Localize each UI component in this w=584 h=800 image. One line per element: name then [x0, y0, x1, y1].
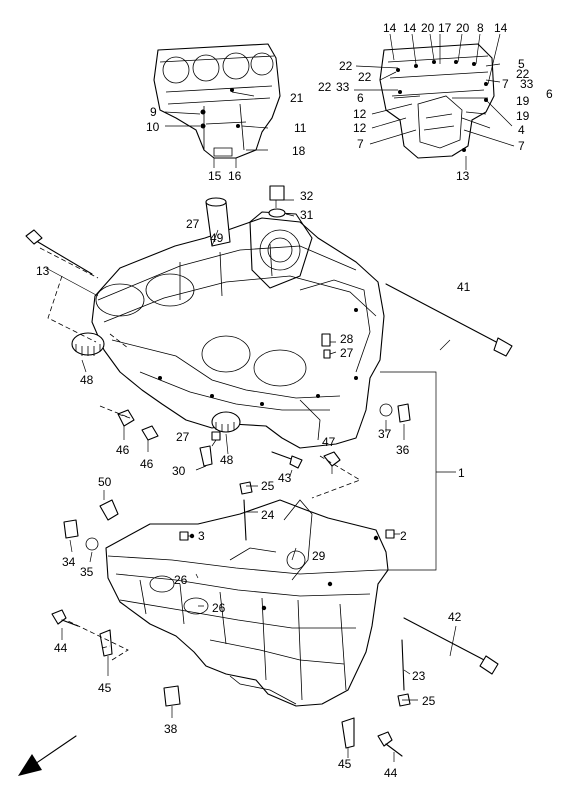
callout-label: 24	[261, 508, 275, 522]
callout-label: 3	[198, 529, 205, 543]
callout-label: 29	[312, 549, 326, 563]
callout-label: 22	[318, 80, 332, 94]
callout-label: 33	[520, 77, 534, 91]
callout-label: 6	[357, 91, 364, 105]
callout-label: 34	[62, 555, 76, 569]
callout-label: 28	[340, 332, 354, 346]
callout-label: 17	[438, 21, 452, 35]
callout-label: 7	[502, 77, 509, 91]
callout-label: 21	[290, 91, 304, 105]
callout-label: 12	[353, 107, 367, 121]
callout-label: 46	[116, 443, 130, 457]
callout-label: 32	[300, 189, 314, 203]
callout-label: 11	[294, 121, 307, 135]
callout-label: 49	[210, 231, 224, 245]
callout-label: 7	[357, 137, 364, 151]
callout-labels: 14 14 20 17 20 8 14 22 5 22 22 7 33 22 3…	[36, 21, 553, 780]
callout-label: 22	[358, 70, 372, 84]
callout-label: 20	[421, 21, 435, 35]
callout-label: 44	[384, 766, 398, 780]
leader-lines	[39, 33, 515, 762]
callout-label: 19	[516, 94, 530, 108]
loose-parts	[18, 185, 513, 776]
callout-label: 42	[448, 610, 462, 624]
inset-upper-case-view	[153, 43, 281, 159]
lower-crankcase	[105, 499, 389, 707]
callout-label: 30	[172, 464, 186, 478]
callout-label: 14	[403, 21, 417, 35]
callout-label: 26	[174, 573, 188, 587]
callout-label: 16	[228, 169, 242, 183]
callout-label: 18	[292, 144, 306, 158]
callout-label: 15	[208, 169, 222, 183]
callout-label: 25	[261, 479, 275, 493]
callout-label: 5	[518, 57, 525, 71]
callout-label: 22	[339, 59, 353, 73]
callout-label: 36	[396, 443, 410, 457]
callout-label: 13	[36, 264, 50, 278]
callout-label: 44	[54, 641, 68, 655]
callout-label: 23	[412, 669, 426, 683]
callout-label: 13	[456, 169, 470, 183]
callout-label: 50	[98, 475, 112, 489]
callout-label: 27	[186, 217, 200, 231]
callout-label: 41	[457, 280, 471, 294]
callout-label: 26	[212, 601, 226, 615]
callout-label: 4	[518, 123, 525, 137]
callout-label: 6	[546, 87, 553, 101]
callout-label: 2	[400, 529, 407, 543]
callout-label: 25	[422, 694, 436, 708]
callout-label: 22	[516, 67, 530, 81]
callout-label: 9	[150, 105, 157, 119]
callout-label: 46	[140, 457, 154, 471]
callout-label: 27	[340, 346, 354, 360]
callout-label: 20	[456, 21, 470, 35]
callout-label: 12	[353, 121, 367, 135]
callout-label: 31	[300, 208, 314, 222]
callout-label: 14	[383, 21, 397, 35]
callout-label: 35	[80, 565, 94, 579]
callout-label: 8	[477, 21, 484, 35]
inset-lower-case-view	[379, 43, 495, 159]
callout-label: 33	[336, 80, 350, 94]
callout-label: 10	[146, 120, 160, 134]
callout-label: 48	[220, 453, 234, 467]
callout-label: 43	[278, 471, 292, 485]
callout-label: 47	[322, 435, 336, 449]
callout-label: 38	[164, 722, 178, 736]
callout-label: 7	[518, 139, 525, 153]
callout-label: 19	[516, 109, 530, 123]
callout-label: 27	[176, 430, 190, 444]
callout-label: 45	[98, 681, 112, 695]
callout-label: 14	[494, 21, 508, 35]
callout-label: 48	[80, 373, 94, 387]
callout-label: 1	[458, 466, 465, 480]
callout-label: 37	[378, 427, 392, 441]
upper-crankcase	[91, 211, 385, 449]
callout-label: 45	[338, 757, 352, 771]
